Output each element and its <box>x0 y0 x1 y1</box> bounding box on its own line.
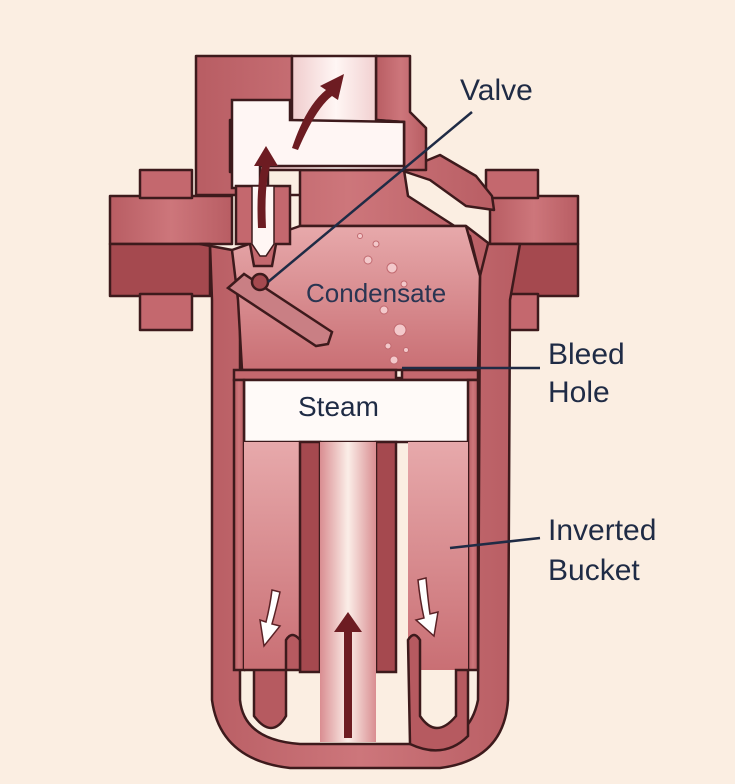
bubble <box>363 255 373 265</box>
bleed-hole-label-line1: Bleed <box>548 338 625 371</box>
flow-arrow-down-outline <box>259 589 282 648</box>
inverted-bucket-label-line2: Bucket <box>548 554 640 587</box>
inlet-tube-left-wall <box>298 440 322 674</box>
inlet-tube-right-wall <box>374 440 398 674</box>
inverted-bucket-label-line1: Inverted <box>548 514 656 547</box>
condensate-label: Condensate <box>306 278 446 308</box>
bubbles <box>357 233 409 365</box>
left-flange-upper <box>108 194 234 246</box>
bubble <box>379 305 389 315</box>
bubble <box>393 323 407 337</box>
bubble <box>372 240 380 248</box>
steam-label: Steam <box>298 391 379 422</box>
valve-lever <box>225 272 334 348</box>
valve-leader <box>267 111 473 283</box>
leader-lines <box>267 111 541 550</box>
left-u-channel <box>244 633 302 730</box>
bubble <box>389 355 399 365</box>
right-flange-upper <box>488 194 580 246</box>
left-flange-lower <box>108 242 212 298</box>
flow-arrow-up <box>334 612 362 738</box>
bubble <box>400 280 408 288</box>
right-bolt-top <box>484 168 540 200</box>
flow-arrows <box>254 74 439 738</box>
valve-ball <box>250 272 270 292</box>
bucket-leader <box>449 536 541 550</box>
left-bolt-top <box>138 168 194 200</box>
bubble <box>403 347 409 353</box>
bubble <box>384 342 392 350</box>
bubble <box>386 262 398 274</box>
flow-arrow-down-outline <box>414 577 439 638</box>
right-u-channel <box>406 633 470 752</box>
casing <box>198 242 522 770</box>
bucket-right-wall <box>466 378 480 672</box>
valve-label: Valve <box>460 74 533 107</box>
flow-arrow-up <box>254 146 278 228</box>
upper-chamber <box>230 224 482 372</box>
flow-arrow-up <box>292 74 344 150</box>
bucket-left-wall <box>232 378 246 672</box>
left-bolt-bottom <box>138 292 194 332</box>
bucket-top <box>232 368 480 382</box>
bottom-channels <box>244 633 470 752</box>
bleed-hole-label-line2: Hole <box>548 376 610 409</box>
bucket-liquid-right <box>408 442 468 670</box>
bubble <box>357 233 363 239</box>
